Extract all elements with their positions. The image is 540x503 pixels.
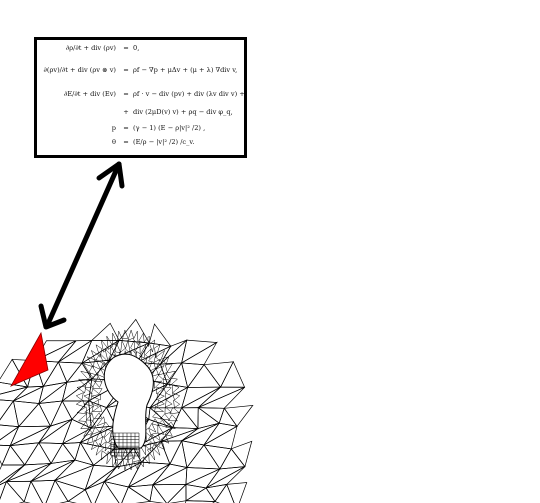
equation-operator: = [123, 66, 129, 74]
double-headed-arrow [38, 161, 125, 330]
equation-operator: = [123, 124, 129, 132]
equation-rhs: ρf · v − div (pv) + div (λv div v) + [133, 90, 245, 98]
equation-rhs: ρf − ∇p + μΔv + (μ + λ) ∇div v, [133, 66, 238, 74]
mesh-hole [103, 353, 154, 449]
equation-rhs: (γ − 1) (E − ρ|v|² /2) , [133, 124, 206, 132]
equation-row: p = (γ − 1) (E − ρ|v|² /2) , [37, 124, 244, 138]
equation-lhs: ∂E/∂t + div (Ev) [63, 90, 116, 98]
equation-lhs: ∂(ρv)/∂t + div (ρv ⊗ v) [43, 66, 117, 74]
equation-rhs: 0, [133, 44, 140, 52]
equation-lhs: θ [112, 138, 116, 146]
equation-operator: = [123, 44, 129, 52]
equation-rhs: (E/ρ − |v|² /2) /c_v. [133, 138, 195, 146]
equation-box: ∂ρ/∂t + div (ρv) = 0, ∂(ρv)/∂t + div (ρv… [34, 37, 247, 158]
equation-operator: + [123, 108, 129, 116]
equation-operator: = [123, 138, 129, 146]
equation-lhs: ∂ρ/∂t + div (ρv) [65, 44, 116, 52]
triangular-mesh [0, 318, 254, 503]
equation-row: θ = (E/ρ − |v|² /2) /c_v. [37, 138, 244, 152]
equation-lhs: p [111, 124, 116, 132]
equation-row: ∂(ρv)/∂t + div (ρv ⊗ v) = ρf − ∇p + μΔv … [37, 66, 244, 80]
highlighted-triangle-cell [10, 331, 49, 387]
equation-rhs: div (2μD(v) v) + ρq − div φ_q, [133, 108, 233, 116]
equation-row: ∂E/∂t + div (Ev) = ρf · v − div (pv) + d… [37, 90, 245, 104]
equation-operator: = [123, 90, 129, 98]
square-grid-block [110, 432, 140, 457]
equation-row: + div (2μD(v) v) + ρq − div φ_q, [37, 108, 244, 122]
equation-row: ∂ρ/∂t + div (ρv) = 0, [37, 44, 244, 58]
